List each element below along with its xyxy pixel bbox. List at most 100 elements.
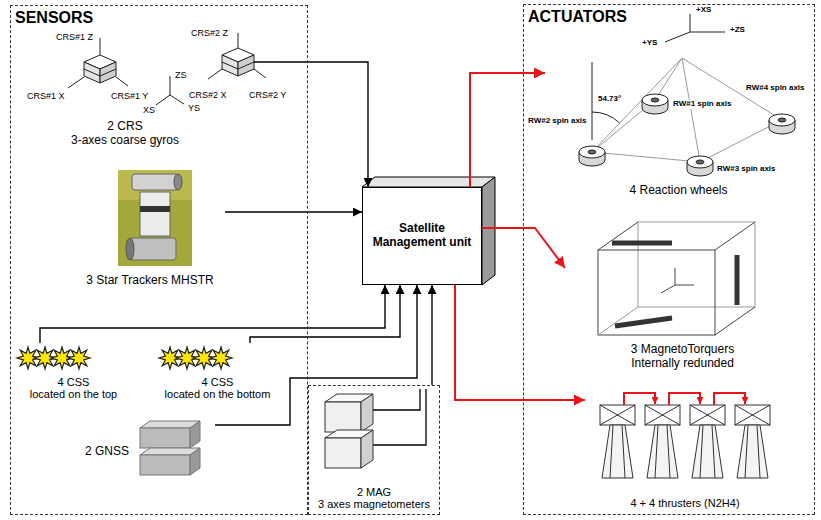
- unit-box-3d: [482, 177, 495, 285]
- thruster-set: [690, 405, 725, 478]
- sensor-group: 2 GNSS: [80, 418, 215, 485]
- gyro-cube: [100, 38, 101, 55]
- gyro-cube: [254, 61, 280, 63]
- node-label: 3 Star Trackers MHSTR: [86, 274, 213, 288]
- region-panel: SENSORS2 CRS3-axes coarse gyros 3 Star Tr…: [10, 5, 308, 515]
- reaction-wheel-pyramid: [579, 146, 605, 158]
- node-sublabel: 3 axes magnetometers: [318, 498, 430, 511]
- thruster-set: [737, 425, 768, 478]
- unit-box-3d: [362, 177, 495, 187]
- gnss-receiver: [190, 421, 200, 448]
- star-tracker-photo: [118, 170, 192, 266]
- gyro-cube: [68, 38, 128, 88]
- reaction-wheel-pyramid: [690, 32, 725, 33]
- label-anchor: YS: [187, 104, 201, 114]
- reaction-wheel-pyramid: [769, 114, 795, 126]
- magnetometer: [361, 394, 373, 432]
- magnetometer: [325, 389, 426, 468]
- gnss-receiver: [140, 455, 190, 475]
- reaction-wheel-pyramid: [588, 150, 596, 154]
- signal-arrow: [431, 285, 432, 385]
- region-title: SENSORS: [11, 6, 97, 30]
- gyro-cube: [238, 55, 254, 76]
- sun-sensor-icons: [68, 347, 90, 369]
- gnss-receiver: [190, 448, 200, 475]
- thruster-set: [600, 405, 635, 425]
- axis-triad: [156, 95, 170, 105]
- reaction-wheel-pyramid: [687, 156, 713, 168]
- thruster-set: [690, 405, 725, 425]
- gyro-cube: [208, 33, 280, 79]
- label-anchor: +XS: [695, 6, 712, 15]
- signal-arrow: [250, 285, 400, 343]
- reaction-wheel-pyramid: [642, 94, 668, 106]
- label-anchor: CRS#2 X: [188, 91, 228, 101]
- gyro-cube: [84, 69, 100, 76]
- label-anchor: RW#1 spin axis: [672, 100, 733, 109]
- reaction-wheel-pyramid: [687, 156, 713, 176]
- thruster-set: [645, 405, 680, 478]
- label-anchor: CRS#1 Z: [55, 33, 94, 43]
- sun-sensor-icons: [17, 347, 232, 369]
- thruster-set: [692, 425, 723, 478]
- thruster-set: [735, 405, 770, 425]
- node-label: 4 + 4 thrusters (N2H4): [630, 497, 739, 510]
- reaction-wheel-pyramid: [655, 58, 682, 100]
- actuator-group: 4 + 4 thrusters (N2H4): [585, 380, 785, 512]
- node-label: 3 MagnetoTorquers: [631, 343, 734, 357]
- thruster-set: [735, 405, 770, 425]
- node-label: 4 CSS: [58, 376, 90, 389]
- magnetotorquer-cube: [675, 268, 676, 285]
- thruster-set: [735, 405, 770, 425]
- axis-label: +ZS: [729, 26, 746, 35]
- star-tracker-photo: [118, 170, 192, 266]
- label-anchor: +YS: [641, 39, 658, 48]
- sun-sensor-icons: [210, 347, 232, 369]
- reaction-wheel-pyramid: [592, 62, 593, 140]
- label-anchor: XS: [142, 106, 156, 116]
- node-sublabel: located on the bottom: [165, 388, 271, 401]
- star-tracker-photo: [140, 206, 170, 212]
- label-anchor: ZS: [174, 71, 188, 81]
- star-tracker-photo: [140, 192, 170, 236]
- node-label: 2 MAG: [357, 486, 391, 499]
- thruster-set: [600, 405, 635, 425]
- node-sublabel: Internally redunded: [631, 357, 734, 371]
- magnetotorquer-cube: [675, 285, 694, 286]
- axis-triad: [170, 76, 171, 95]
- thruster-set: [655, 425, 658, 478]
- reaction-wheel-pyramid: [579, 14, 795, 176]
- reaction-wheel-pyramid: [592, 112, 620, 123]
- thruster-set: [622, 425, 625, 478]
- label-anchor: CRS#1 X: [26, 92, 66, 102]
- thruster-set: [690, 405, 725, 425]
- sensor-group: 2 CRS3-axes coarse gyros: [15, 28, 280, 150]
- gyro-cube: [222, 55, 238, 76]
- thruster-set: [757, 425, 760, 478]
- region-title: ACTUATORS: [524, 5, 631, 29]
- gyro-cube: [254, 69, 266, 78]
- thruster-set: [667, 425, 670, 478]
- node-label: 4 Reaction wheels: [629, 184, 727, 198]
- gyro-cube: [100, 69, 116, 76]
- reaction-wheel-pyramid: [592, 58, 682, 152]
- reaction-wheel-pyramid: [592, 58, 782, 162]
- reaction-wheel-pyramid: [665, 32, 690, 42]
- thruster-set: [745, 425, 748, 478]
- thruster-set: [610, 425, 613, 478]
- gyro-cube: [208, 69, 222, 79]
- sensor-region: 2 MAG3 axes magnetometers: [308, 385, 440, 515]
- reaction-wheel-pyramid: [651, 98, 659, 102]
- node-label: Satellite Management unit: [369, 222, 475, 250]
- star-tracker-photo: [130, 238, 176, 260]
- thruster-set: [735, 405, 770, 478]
- unit-box-3d: [362, 177, 495, 285]
- gyro-cube: [116, 77, 128, 86]
- axis-label: CRS#2 Y: [248, 91, 287, 101]
- signal-arrow: [215, 285, 417, 425]
- magnetotorquer-cube: [715, 222, 755, 250]
- thruster-feed-arrows: [624, 393, 745, 405]
- reaction-wheel-pyramid: [665, 14, 725, 42]
- callout-label: RW#4 spin axis: [745, 84, 806, 93]
- magnetometer: [325, 402, 361, 432]
